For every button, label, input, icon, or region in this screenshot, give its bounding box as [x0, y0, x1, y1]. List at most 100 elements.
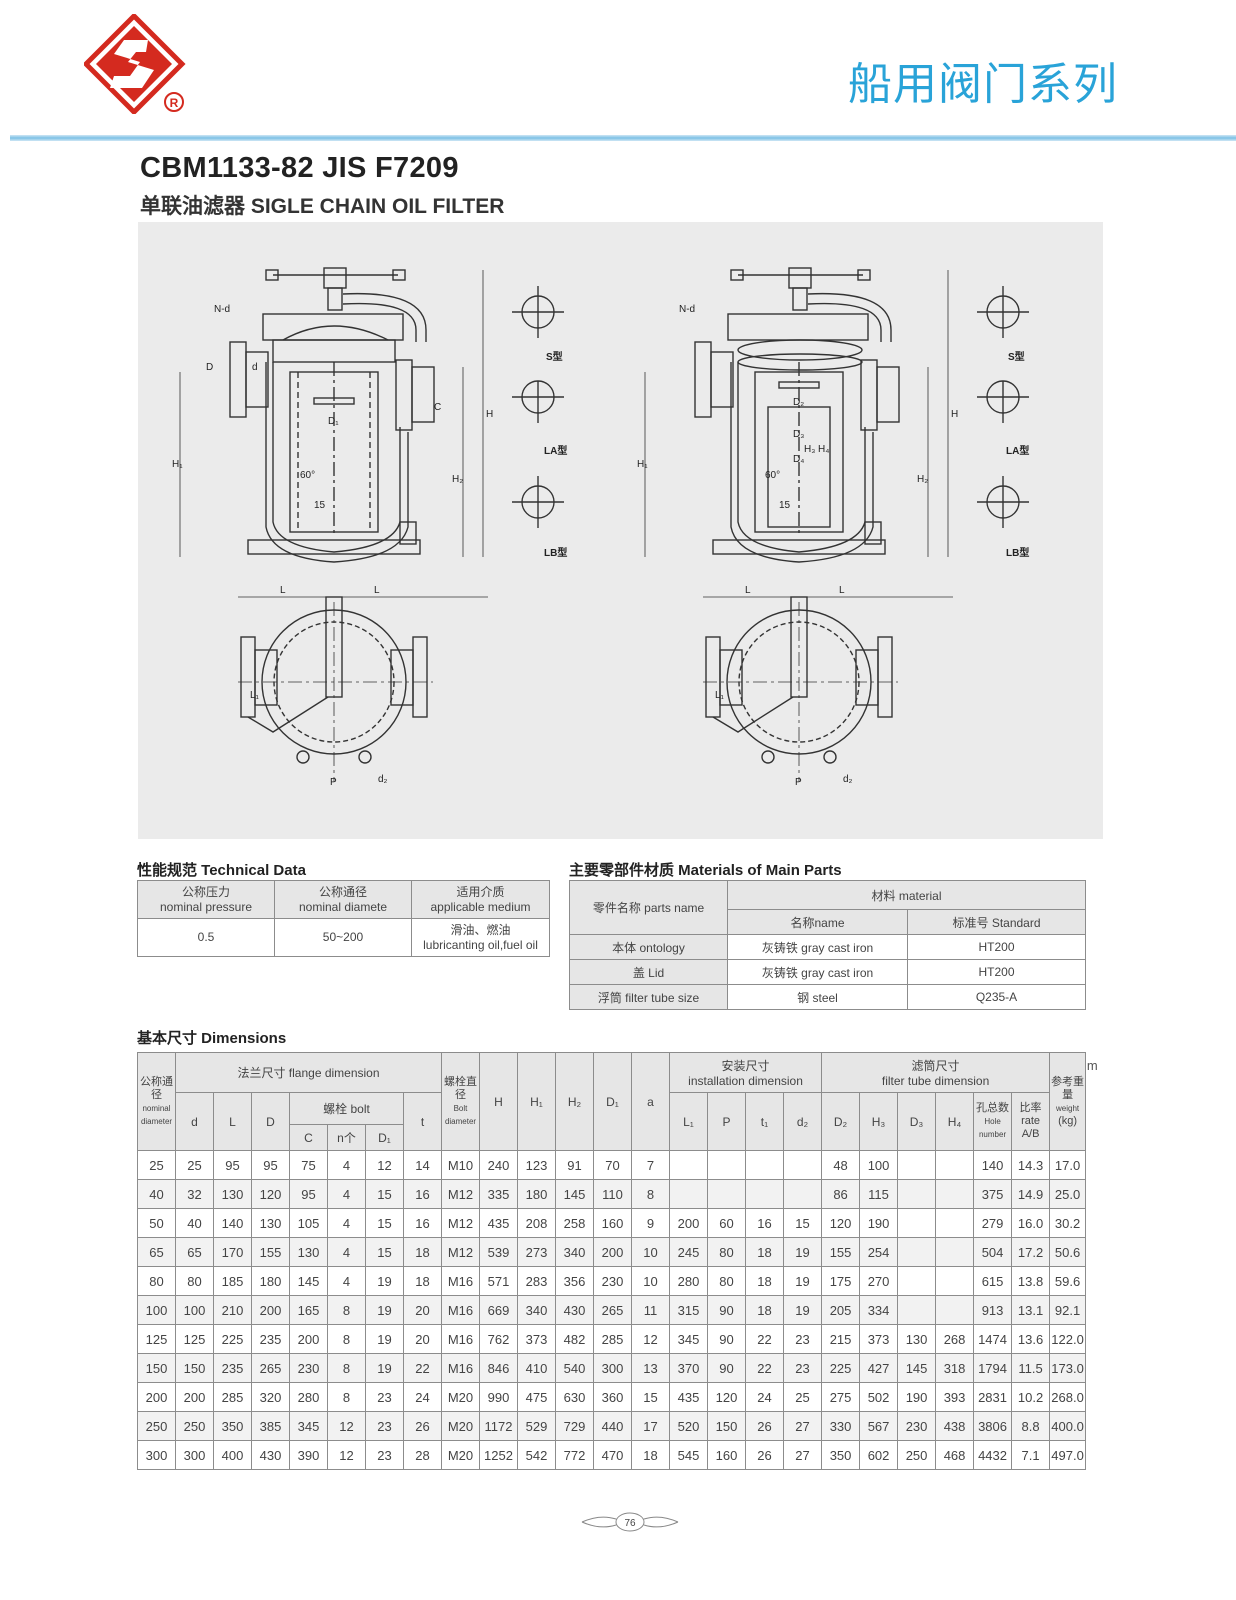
dim-p-right: P — [795, 777, 802, 788]
table-cell: 385 — [251, 1411, 290, 1441]
dim-nd-left: N-d — [214, 304, 230, 315]
value-diameter: 50~200 — [274, 918, 412, 957]
table-cell: 335 — [479, 1179, 518, 1209]
table-cell: 100 — [137, 1295, 176, 1325]
table-cell: 18 — [403, 1266, 442, 1296]
table-cell: M20 — [441, 1440, 480, 1470]
table-cell: 1794 — [973, 1353, 1013, 1383]
table-cell: 23 — [365, 1440, 404, 1470]
table-cell: 762 — [479, 1324, 518, 1354]
table-cell: 542 — [517, 1440, 556, 1470]
table-cell: 1252 — [479, 1440, 518, 1470]
table-cell: 265 — [593, 1295, 632, 1325]
table-cell: 130 — [897, 1324, 937, 1354]
table-cell — [935, 1295, 975, 1325]
table-cell — [782, 1150, 823, 1180]
table-cell: 435 — [669, 1382, 708, 1412]
table-cell: 24 — [745, 1382, 784, 1412]
table-cell: 60 — [707, 1208, 746, 1238]
table-cell: 180 — [251, 1266, 290, 1296]
material-standard: HT200 — [906, 959, 1087, 985]
table-cell: 48 — [821, 1150, 861, 1180]
table-cell: 410 — [517, 1353, 556, 1383]
table-cell: 130 — [251, 1208, 290, 1238]
table-cell: 100 — [175, 1295, 214, 1325]
table-cell: 230 — [593, 1266, 632, 1296]
table-cell: 32 — [175, 1179, 214, 1209]
table-cell: 65 — [175, 1237, 214, 1267]
table-cell: 90 — [707, 1295, 746, 1325]
table-cell: 729 — [555, 1411, 594, 1441]
table-cell: 4 — [327, 1208, 366, 1238]
table-cell: 185 — [213, 1266, 252, 1296]
table-cell: 50.6 — [1049, 1237, 1087, 1267]
standard-title: CBM1133-82 JIS F7209 — [140, 152, 459, 184]
table-cell: 300 — [175, 1440, 214, 1470]
table-cell: 165 — [289, 1295, 328, 1325]
table-cell: 254 — [859, 1237, 899, 1267]
table-cell: 155 — [251, 1237, 290, 1267]
table-cell: 268.0 — [1049, 1382, 1087, 1412]
left-plan-view — [238, 596, 433, 782]
table-cell: 8 — [631, 1179, 670, 1209]
table-cell: 3806 — [973, 1411, 1013, 1441]
table-cell: 602 — [859, 1440, 899, 1470]
table-cell: 200 — [175, 1382, 214, 1412]
header-bolt: 螺栓 bolt — [289, 1092, 404, 1125]
table-cell: 318 — [935, 1353, 975, 1383]
table-cell: 15 — [631, 1382, 670, 1412]
filter-drawings: S型 LA型 LB型 S型 LA型 LB型 H H₁ H₂ L L L₁ P D… — [172, 267, 1029, 788]
dim-d1-left: D₁ — [328, 416, 339, 427]
table-cell: 200 — [593, 1237, 632, 1267]
table-cell: 19 — [365, 1324, 404, 1354]
header-h3: H₃ — [859, 1092, 899, 1151]
table-cell: 4432 — [973, 1440, 1013, 1470]
table-cell: 208 — [517, 1208, 556, 1238]
table-cell: M12 — [441, 1237, 480, 1267]
table-cell: 92.1 — [1049, 1295, 1087, 1325]
table-cell — [897, 1208, 937, 1238]
table-cell: 14.3 — [1011, 1150, 1051, 1180]
table-cell: 375 — [973, 1179, 1013, 1209]
header-d1-body: D₁ — [593, 1052, 632, 1151]
dim-h4-label: H₄ — [818, 444, 829, 455]
table-cell: 91 — [555, 1150, 594, 1180]
table-cell: 59.6 — [1049, 1266, 1087, 1296]
table-cell: 370 — [669, 1353, 708, 1383]
dim-nd-right: N-d — [679, 304, 695, 315]
table-cell: 529 — [517, 1411, 556, 1441]
table-cell: 373 — [517, 1324, 556, 1354]
dim-d2-label: D₂ — [793, 397, 804, 408]
table-cell — [935, 1237, 975, 1267]
table-cell: 16 — [403, 1179, 442, 1209]
table-cell: 19 — [365, 1266, 404, 1296]
left-elevation-view — [229, 267, 435, 563]
table-cell: M16 — [441, 1353, 480, 1383]
material-name: 灰铸铁 gray cast iron — [727, 959, 908, 985]
table-cell — [935, 1266, 975, 1296]
table-cell: 502 — [859, 1382, 899, 1412]
table-cell: 15 — [365, 1179, 404, 1209]
table-cell: 435 — [479, 1208, 518, 1238]
table-cell: 250 — [137, 1411, 176, 1441]
table-cell: 427 — [859, 1353, 899, 1383]
table-cell — [897, 1266, 937, 1296]
table-cell: 350 — [821, 1440, 861, 1470]
header-l1: L₁ — [669, 1092, 708, 1151]
table-cell — [745, 1179, 784, 1209]
table-cell: 145 — [897, 1353, 937, 1383]
table-cell: 205 — [821, 1295, 861, 1325]
header-d2-install: d₂ — [782, 1092, 823, 1151]
table-cell: 173.0 — [1049, 1353, 1087, 1383]
table-cell: 65 — [137, 1237, 176, 1267]
table-cell: 440 — [593, 1411, 632, 1441]
